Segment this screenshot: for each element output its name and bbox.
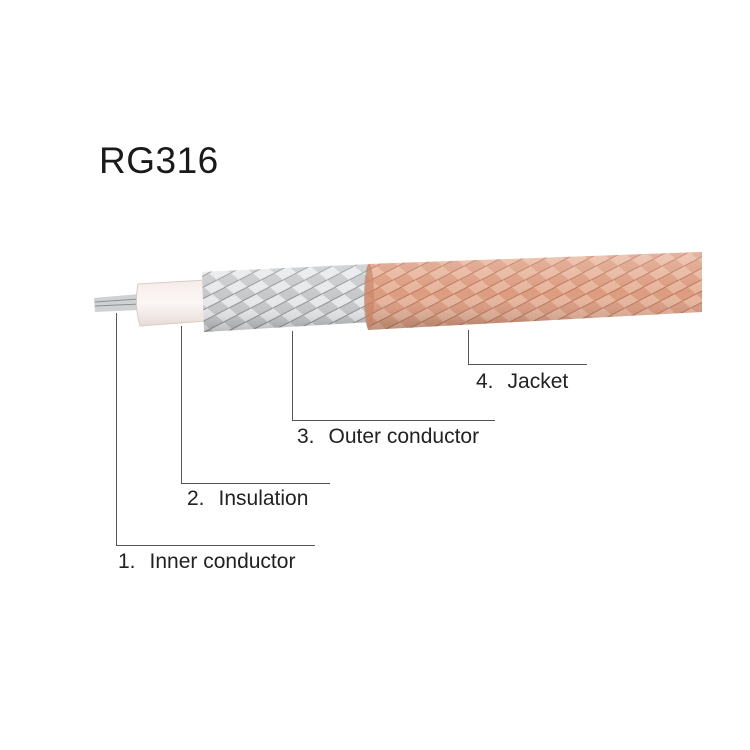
insulation — [135, 279, 207, 327]
label-text: Inner conductor — [149, 550, 296, 573]
label-number: 1. — [118, 550, 136, 573]
label-number: 4. — [476, 370, 494, 393]
leader-line-3 — [292, 331, 495, 421]
jacket — [364, 252, 702, 330]
diagram-title: RG316 — [99, 140, 219, 181]
label-inner-conductor: 1. Inner conductor — [118, 550, 295, 574]
label-number: 2. — [187, 487, 205, 510]
label-number: 3. — [297, 425, 315, 448]
leader-line-1 — [116, 313, 315, 546]
label-outer-conductor: 3. Outer conductor — [297, 425, 479, 449]
leader-line-2 — [181, 326, 330, 484]
label-text: Outer conductor — [328, 425, 480, 448]
label-insulation: 2. Insulation — [187, 487, 308, 511]
inner-conductor — [94, 294, 141, 312]
label-text: Insulation — [218, 487, 309, 510]
leader-line-4 — [468, 330, 587, 365]
outer-conductor — [202, 264, 372, 332]
label-text: Jacket — [507, 370, 569, 393]
leader-lines — [116, 313, 587, 546]
label-jacket: 4. Jacket — [476, 370, 568, 394]
